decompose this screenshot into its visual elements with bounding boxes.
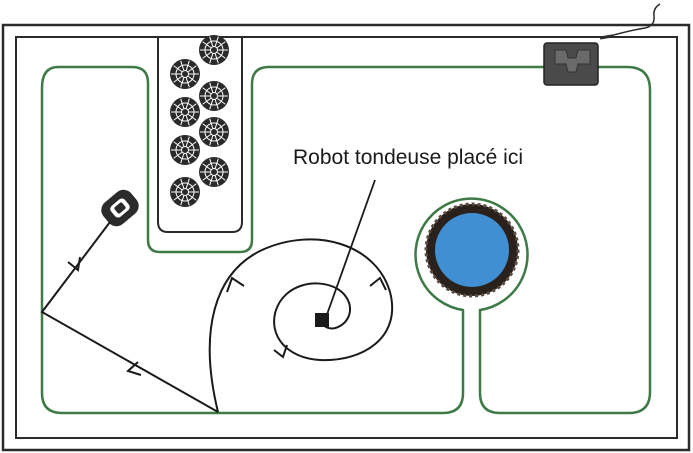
flower-bed-icon: [170, 35, 229, 207]
flower-icon: [199, 117, 229, 147]
flower-icon: [199, 81, 229, 111]
charging-station-icon: [543, 3, 661, 86]
arrow-up-left-wire: [67, 256, 81, 272]
annotation-label: Robot tondeuse placé ici: [293, 146, 523, 169]
arrow-spiral-outer-left: [226, 276, 245, 293]
boundary-wire: [40, 65, 652, 415]
pond-icon: [424, 202, 520, 298]
flower-icon: [199, 157, 229, 187]
flower-icon: [199, 35, 229, 65]
flower-icon: [170, 177, 200, 207]
arrow-spiral-right: [369, 276, 387, 291]
garden-outer-border: [1, 23, 691, 452]
arrow-spiral-inner-left: [273, 344, 288, 359]
spiral-path: [208, 238, 393, 413]
flower-icon: [170, 97, 200, 127]
robot-mower-icon: [101, 189, 139, 227]
garden-inner-border: [15, 36, 678, 439]
annotation-leader-line: [324, 179, 376, 321]
flower-icon: [170, 135, 200, 165]
arrow-left-bottom: [126, 361, 142, 376]
flower-icon: [170, 59, 200, 89]
approach-path: [40, 221, 219, 413]
